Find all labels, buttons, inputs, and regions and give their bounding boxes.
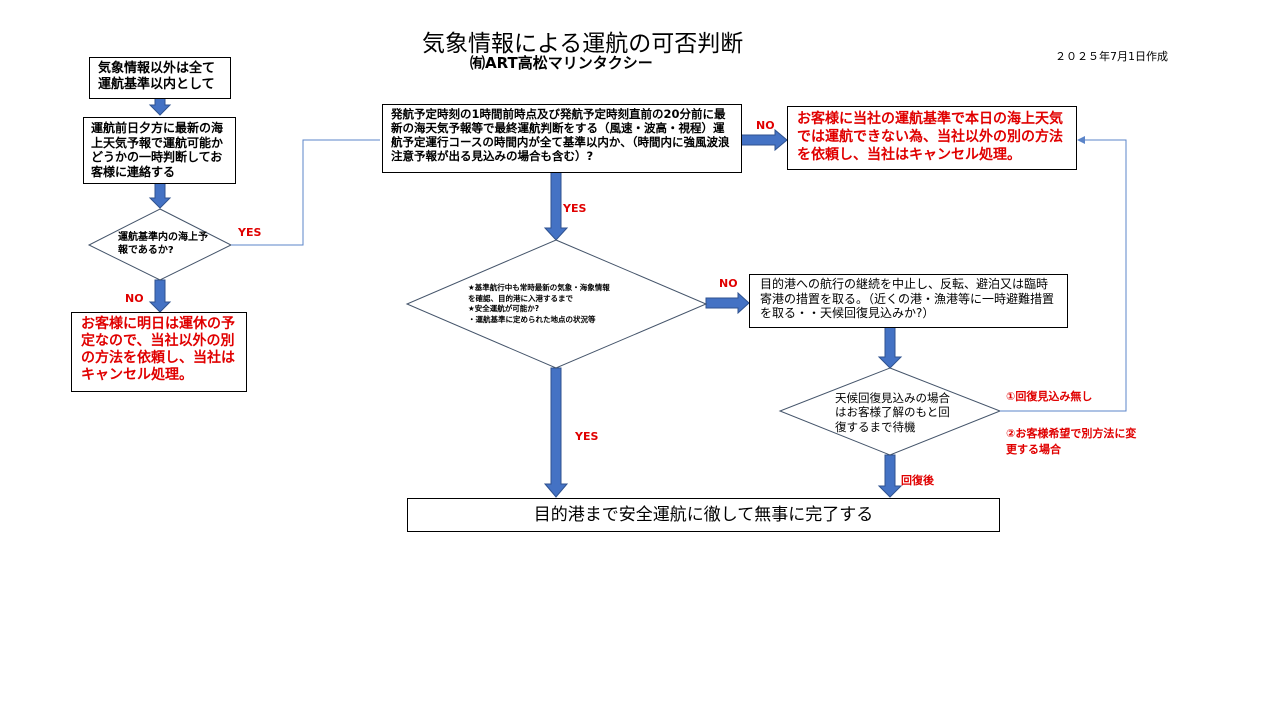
no-recovery-connector [1000,139,1127,412]
decision-diamond-2 [405,239,708,369]
cancel-prev-text: お客様に明日は運休の予定なので、当社以外の別の方法を依頼し、当社はキャンセル処理… [81,316,235,384]
cancel-prev-day-box: お客様に明日は運休の予定なので、当社以外の別の方法を依頼し、当社はキャンセル処理… [71,312,247,392]
abort-voyage-box: 目的港への航行の継続を中止し、反転、避泊又は臨時寄港の措置を取る。（近くの港・漁… [749,274,1068,328]
complete-box: 目的港まで安全運航に徹して無事に完了する [407,498,1000,532]
arrow-down [877,326,903,369]
recovered-label: 回復後 [901,474,934,487]
start-box: 気象情報以外は全て運航基準以内として [89,57,231,99]
yes-label: YES [563,202,587,215]
start-text: 気象情報以外は全て運航基準以内として [98,61,216,92]
decision-3-text: 天候回復見込みの場合はお客様了解のもと回復するまで待機 [835,391,950,434]
yes-connector [231,139,380,246]
arrow-down [148,182,172,209]
decision-2-line: ★安全運航が可能か? [468,304,540,313]
arrow-down [877,454,903,498]
decision-diamond-3 [778,367,1002,456]
no-label: NO [756,119,775,132]
no-label: NO [125,292,144,305]
prev-day-check-box: 運航前日夕方に最新の海上天気予報で運航可能かどうかの一時判断してお客様に連絡する [83,117,236,184]
arrow-right [740,128,788,152]
cancel-today-text: お客様に当社の運航基準で本日の海上天気では運航できない為、当社以外の別の方法を依… [797,111,1063,164]
no-recovery-label: ①回復見込み無し [1006,390,1093,403]
decision-2-line: を確認、目的港に入港するまで [468,293,573,303]
company-name: ㈲ART高松マリンタクシー [470,54,653,72]
prev-day-text: 運航前日夕方に最新の海上天気予報で運航可能かどうかの一時判断してお客様に連絡する [91,121,224,179]
arrow-down [543,367,569,498]
decision-2-text: ★基準航行中も常時最新の気象・海象情報 を確認、目的港に入港するまで ★安全運航… [468,283,610,325]
decision-diamond-1 [87,208,233,281]
arrow-down [148,97,172,116]
final-check-text: 発航予定時刻の1時間前時点及び発航予定時刻直前の20分前に最新の海天気予報等で最… [391,107,730,164]
yes-label: YES [238,226,262,239]
arrow-right [705,291,750,315]
decision-1-text: 運航基準内の海上予報であるか? [118,232,208,256]
abort-text: 目的港への航行の継続を中止し、反転、避泊又は臨時寄港の措置を取る。（近くの港・漁… [760,277,1055,321]
decision-2-line: ★基準航行中も常時最新の気象・海象情報 [468,283,610,292]
complete-text: 目的港まで安全運航に徹して無事に完了する [533,505,874,525]
customer-change-label: ②お客様希望で別方法に変更する場合 [1006,427,1137,456]
final-check-box: 発航予定時刻の1時間前時点及び発航予定時刻直前の20分前に最新の海天気予報等で最… [382,104,742,173]
creation-date: ２０２５年7月1日作成 [1055,50,1168,63]
cancel-today-box: お客様に当社の運航基準で本日の海上天気では運航できない為、当社以外の別の方法を依… [787,106,1077,170]
decision-2-line: ・運航基準に定められた地点の状況等 [468,314,596,324]
arrow-down [543,171,569,241]
no-label: NO [719,277,738,290]
yes-label: YES [575,430,599,443]
arrow-down [148,279,172,313]
page-title: 気象情報による運航の可否判断 [422,31,744,57]
